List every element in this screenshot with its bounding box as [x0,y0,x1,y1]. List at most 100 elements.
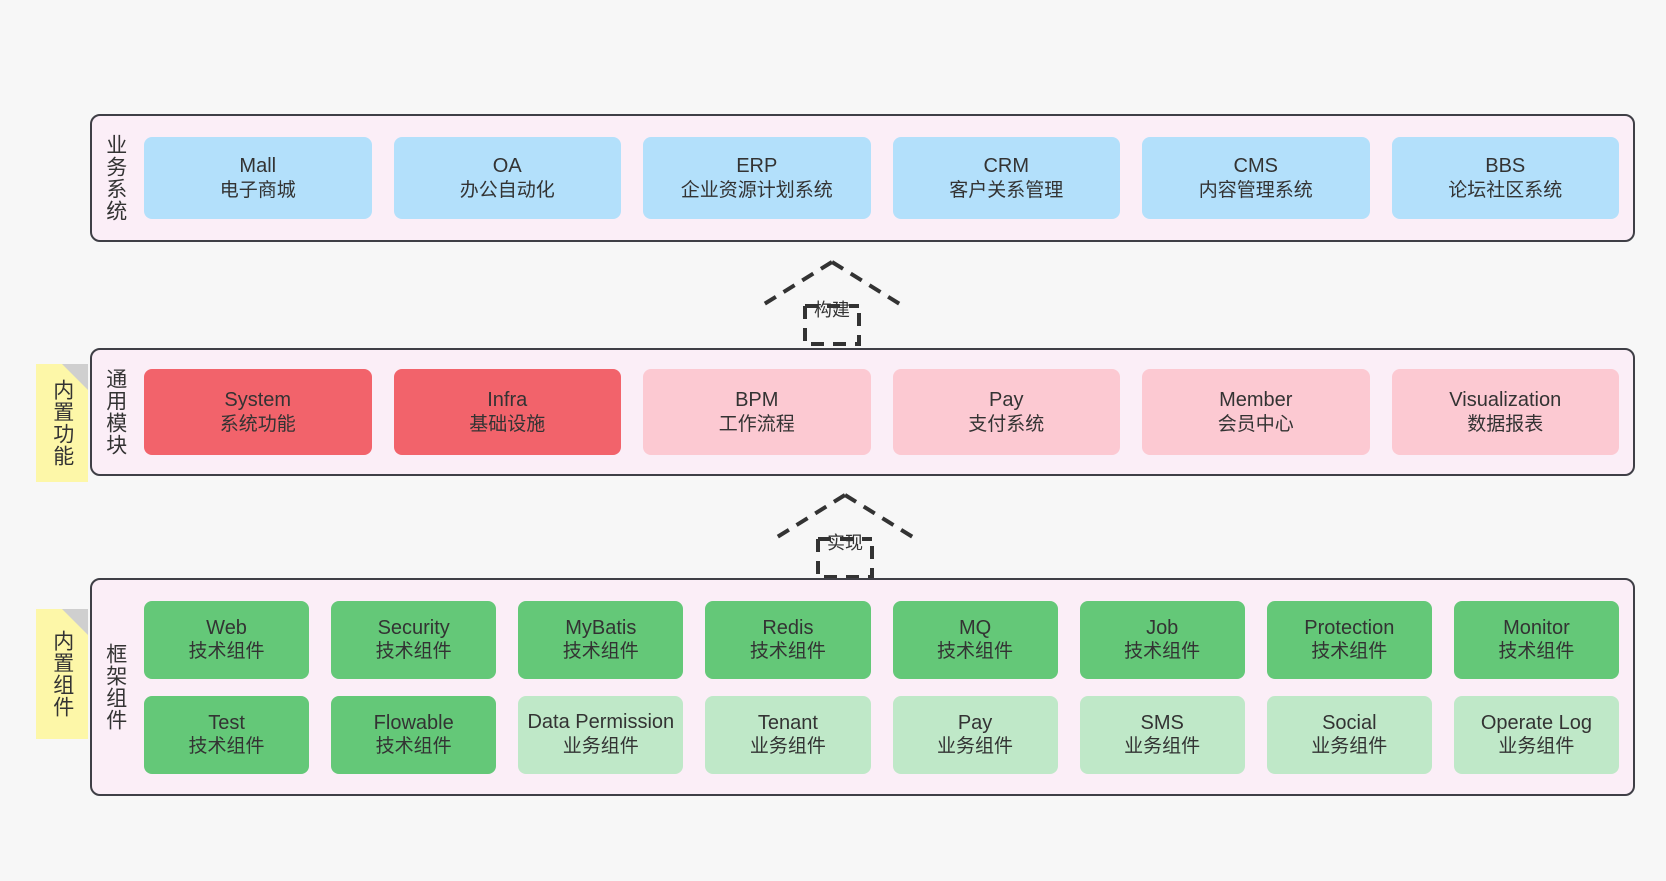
connector-implement-arrow [772,493,918,579]
card-title: Redis [762,616,814,639]
card-title: Visualization [1449,389,1562,412]
card-title: CMS [1233,155,1278,178]
card-title: Monitor [1503,616,1570,639]
card-title: System [224,389,292,412]
card-infra[interactable]: Infra 基础设施 [393,369,621,455]
connector-build: 构建 [757,258,907,346]
layer-common-modules: 通用模块 System 系统功能 Infra 基础设施 BPM 工作流程 Pay… [90,348,1635,476]
card-title: Mall [239,155,277,178]
card-security[interactable]: Security 技术组件 [331,600,497,679]
card-subtitle: 系统功能 [219,413,296,435]
card-subtitle: 会员中心 [1217,413,1294,435]
card-subtitle: 技术组件 [1311,641,1388,663]
card-title: Security [377,616,450,639]
card-erp[interactable]: ERP 企业资源计划系统 [643,137,871,219]
card-title: Flowable [373,711,454,734]
card-subtitle: 业务组件 [1498,736,1575,758]
card-title: Data Permission [527,711,675,734]
layer-business-system-label: 业务系统 [103,134,127,222]
card-subtitle: 支付系统 [968,413,1045,435]
card-title: MQ [958,616,992,639]
card-title: Tenant [757,711,818,734]
card-operate-log[interactable]: Operate Log 业务组件 [1453,695,1619,774]
card-protection[interactable]: Protection 技术组件 [1266,600,1432,679]
card-title: SMS [1140,711,1184,734]
card-subtitle: 基础设施 [469,413,546,435]
sticky-note-label: 内置组件 [50,630,74,718]
card-subtitle: 技术组件 [188,736,265,758]
card-subtitle: 技术组件 [937,641,1014,663]
framework-card-row-2: Test 技术组件 Flowable 技术组件 Data Permission … [144,695,1619,774]
card-crm[interactable]: CRM 客户关系管理 [892,137,1120,219]
card-title: OA [492,155,522,178]
card-subtitle: 业务组件 [1311,736,1388,758]
sticky-note-builtin-components: 内置组件 [36,609,88,739]
card-title: Operate Log [1480,711,1593,734]
card-sms[interactable]: SMS 业务组件 [1079,695,1245,774]
card-subtitle: 内容管理系统 [1198,179,1313,201]
layer-common-modules-body: System 系统功能 Infra 基础设施 BPM 工作流程 Pay 支付系统… [138,350,1633,474]
card-title: MyBatis [565,616,637,639]
card-job[interactable]: Job 技术组件 [1079,600,1245,679]
card-bbs[interactable]: BBS 论坛社区系统 [1391,137,1619,219]
card-title: BPM [735,389,779,412]
card-subtitle: 业务组件 [749,736,826,758]
card-oa[interactable]: OA 办公自动化 [393,137,621,219]
card-title: Job [1146,616,1179,639]
card-subtitle: 业务组件 [1124,736,1201,758]
card-title: Web [206,616,247,639]
card-flowable[interactable]: Flowable 技术组件 [331,695,497,774]
card-subtitle: 业务组件 [937,736,1014,758]
card-subtitle: 客户关系管理 [949,179,1064,201]
card-cms[interactable]: CMS 内容管理系统 [1142,137,1370,219]
card-subtitle: 论坛社区系统 [1448,179,1563,201]
layer-common-modules-label: 通用模块 [103,368,127,456]
card-social[interactable]: Social 业务组件 [1266,695,1432,774]
card-data-permission[interactable]: Data Permission 业务组件 [518,695,684,774]
connector-implement-label: 实现 [827,533,863,553]
card-pay-component[interactable]: Pay 业务组件 [892,695,1058,774]
card-title: Pay [957,711,993,734]
card-title: Member [1219,389,1293,412]
card-subtitle: 工作流程 [718,413,795,435]
card-tenant[interactable]: Tenant 业务组件 [705,695,871,774]
card-pay-module[interactable]: Pay 支付系统 [892,369,1120,455]
connector-implement: 实现 [770,491,920,579]
connector-build-label: 构建 [814,300,850,320]
card-subtitle: 电子商城 [219,179,296,201]
card-subtitle: 技术组件 [375,641,452,663]
card-subtitle: 办公自动化 [459,179,555,201]
card-title: Infra [487,389,528,412]
card-title: BBS [1485,155,1526,178]
connector-build-arrow [759,260,905,346]
card-title: Pay [989,389,1024,412]
card-bpm[interactable]: BPM 工作流程 [643,369,871,455]
layer-business-system: 业务系统 Mall 电子商城 OA 办公自动化 ERP 企业资源计划系统 CRM… [90,114,1635,242]
card-monitor[interactable]: Monitor 技术组件 [1453,600,1619,679]
business-card-row: Mall 电子商城 OA 办公自动化 ERP 企业资源计划系统 CRM 客户关系… [144,137,1619,219]
layer-business-system-body: Mall 电子商城 OA 办公自动化 ERP 企业资源计划系统 CRM 客户关系… [138,116,1633,240]
card-web[interactable]: Web 技术组件 [144,600,310,679]
card-mq[interactable]: MQ 技术组件 [892,600,1058,679]
card-subtitle: 技术组件 [1498,641,1575,663]
card-title: Test [208,711,245,734]
card-subtitle: 技术组件 [375,736,452,758]
card-subtitle: 技术组件 [1124,641,1201,663]
card-visualization[interactable]: Visualization 数据报表 [1391,369,1619,455]
card-member[interactable]: Member 会员中心 [1142,369,1370,455]
card-title: CRM [983,155,1030,178]
layer-framework-components: 框架组件 Web 技术组件 Security 技术组件 MyBatis 技术组件… [90,578,1635,796]
card-subtitle: 技术组件 [562,641,639,663]
card-mybatis[interactable]: MyBatis 技术组件 [518,600,684,679]
card-subtitle: 企业资源计划系统 [680,179,833,201]
card-redis[interactable]: Redis 技术组件 [705,600,871,679]
card-subtitle: 技术组件 [749,641,826,663]
card-title: Protection [1304,616,1395,639]
card-mall[interactable]: Mall 电子商城 [144,137,372,219]
card-title: ERP [736,155,778,178]
sticky-fold-corner-icon [62,364,88,390]
module-card-row: System 系统功能 Infra 基础设施 BPM 工作流程 Pay 支付系统… [144,369,1619,455]
card-test[interactable]: Test 技术组件 [144,695,310,774]
layer-framework-components-body: Web 技术组件 Security 技术组件 MyBatis 技术组件 Redi… [138,580,1633,794]
card-system[interactable]: System 系统功能 [144,369,372,455]
